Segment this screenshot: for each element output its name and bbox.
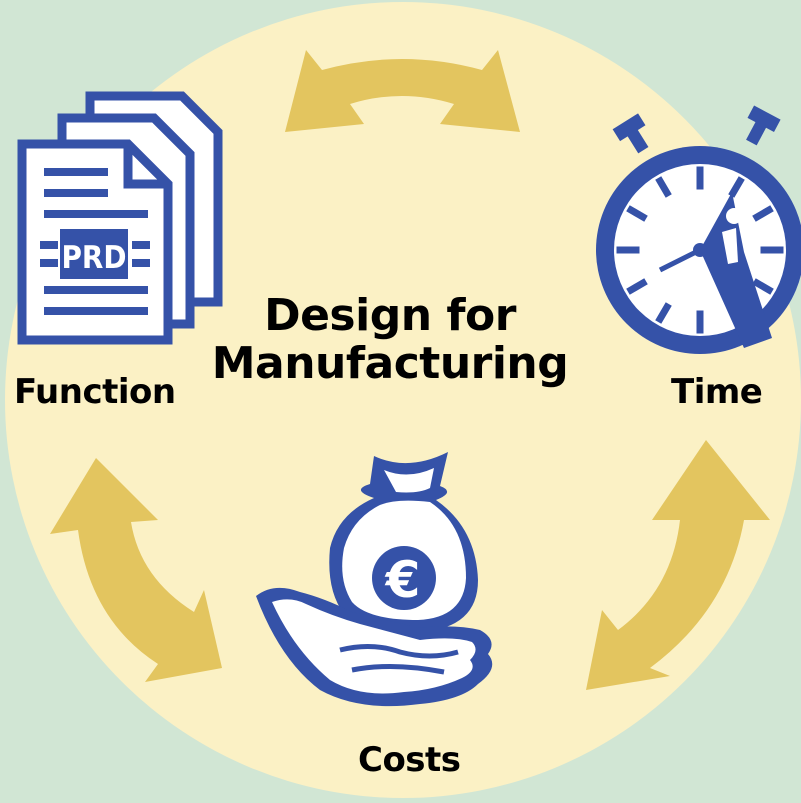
time-label: Time xyxy=(671,372,763,412)
costs-label: Costs xyxy=(358,740,461,780)
euro-symbol: € xyxy=(385,551,421,609)
left-arrow xyxy=(50,458,222,682)
diagram-title: Design for Manufacturing xyxy=(180,292,600,388)
money-bag-hand-icon xyxy=(256,452,493,707)
stopwatch-icon xyxy=(596,105,801,354)
right-arrow xyxy=(586,440,770,690)
title-line-2: Manufacturing xyxy=(211,338,569,389)
top-arrow xyxy=(285,50,520,132)
title-line-1: Design for xyxy=(264,290,516,341)
document-label: PRD xyxy=(61,240,126,276)
document-stack-icon xyxy=(17,91,223,345)
function-label: Function xyxy=(14,372,176,412)
